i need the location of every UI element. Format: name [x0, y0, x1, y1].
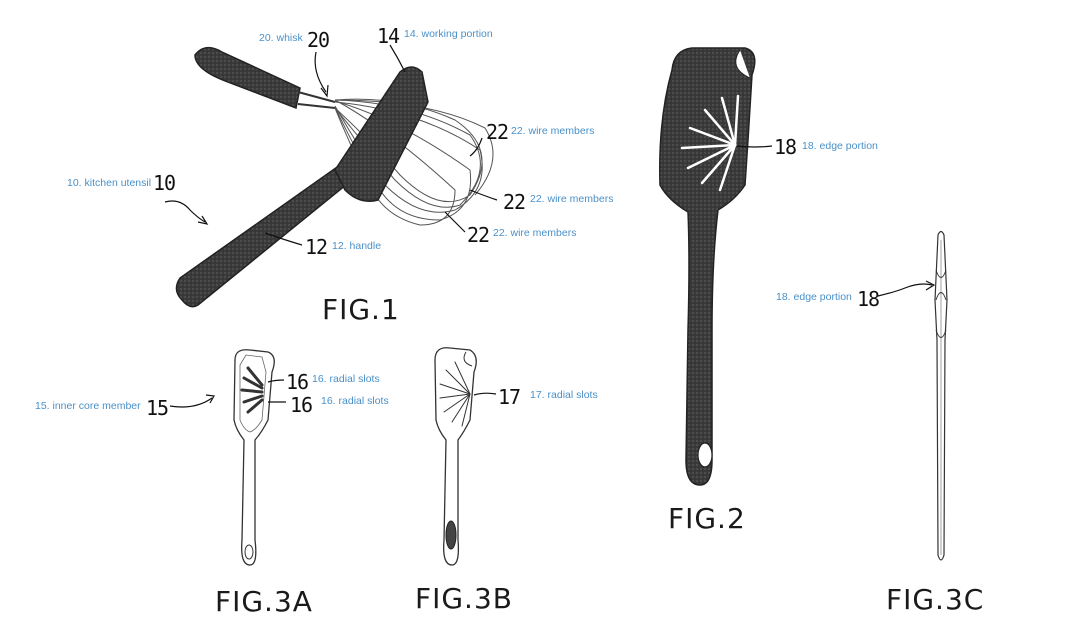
fig3c-profile-drawing — [877, 230, 948, 561]
fig2-spatula-drawing — [659, 47, 773, 486]
annotation-handle: 12. handle — [332, 240, 382, 252]
annotation-radial-slots-17: 17. radial slots — [530, 389, 598, 401]
ref-numeral-22-bottom: 22 — [467, 223, 490, 247]
ref-numeral-16-bottom: 16 — [290, 393, 313, 417]
figure-label-fig1: FIG.1 — [322, 293, 400, 326]
fig3b-core-drawing — [434, 347, 497, 566]
ref-numeral-15: 15 — [146, 396, 169, 420]
annotation-wire-members-middle: 22. wire members — [530, 193, 614, 205]
figure-label-fig2: FIG.2 — [668, 502, 746, 535]
ref-numeral-18-fig3c: 18 — [857, 287, 880, 311]
ref-numeral-16-top: 16 — [286, 370, 309, 394]
annotation-wire-members-top: 22. wire members — [511, 125, 595, 137]
ref-numeral-20: 20 — [307, 28, 330, 52]
fig3a-core-drawing — [169, 349, 286, 566]
ref-numeral-18-fig2: 18 — [774, 135, 797, 159]
annotation-inner-core-member: 15. inner core member — [35, 400, 141, 412]
annotation-edge-portion-fig3c: 18. edge portion — [776, 291, 852, 303]
ref-numeral-10: 10 — [153, 171, 176, 195]
annotation-whisk: 20. whisk — [259, 32, 303, 44]
annotation-wire-members-bottom: 22. wire members — [493, 227, 577, 239]
annotation-radial-slots-16-top: 16. radial slots — [312, 373, 380, 385]
ref-numeral-12: 12 — [305, 235, 328, 259]
figure-label-fig3b: FIG.3B — [415, 582, 513, 615]
ref-numeral-22-middle: 22 — [503, 190, 526, 214]
figure-label-fig3c: FIG.3C — [886, 583, 985, 616]
ref-numeral-17: 17 — [498, 385, 521, 409]
fig1-whisk-drawing — [164, 44, 498, 308]
annotation-edge-portion-fig2: 18. edge portion — [802, 140, 878, 152]
annotation-kitchen-utensil: 10. kitchen utensil — [67, 177, 152, 189]
ref-numeral-14: 14 — [377, 24, 400, 48]
ref-numeral-22-top: 22 — [486, 120, 509, 144]
figure-label-fig3a: FIG.3A — [215, 585, 313, 618]
annotation-radial-slots-16-bottom: 16. radial slots — [321, 395, 389, 407]
annotation-working-portion: 14. working portion — [404, 28, 493, 40]
